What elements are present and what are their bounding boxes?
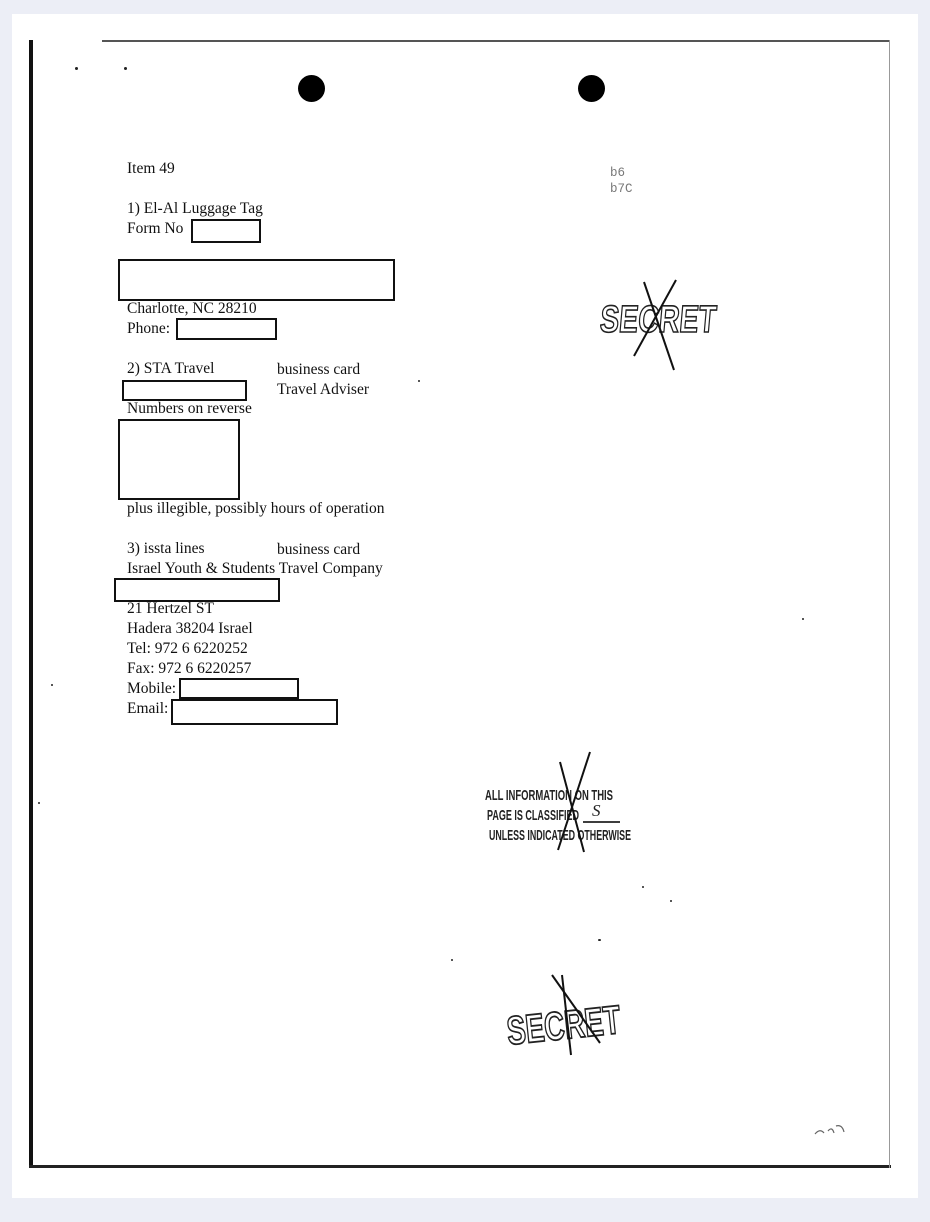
telephone-line: Tel: 972 6 6220252 <box>127 640 248 657</box>
fax-line: Fax: 972 6 6220257 <box>127 660 252 677</box>
scan-speck <box>418 380 420 382</box>
classification-line-3: UNLESS INDICATED OTHERWISE <box>489 827 631 844</box>
entry3-card-label: business card <box>277 541 361 558</box>
address-city-line: Charlotte, NC 28210 <box>127 300 257 317</box>
classification-line-2: PAGE IS CLASSIFIED <box>487 807 579 824</box>
scan-speck <box>75 67 78 70</box>
mobile-label: Mobile: <box>127 680 177 697</box>
scan-speck <box>124 67 127 70</box>
scan-speck <box>670 900 672 902</box>
classification-level-mark: S <box>592 801 601 820</box>
punch-hole-right <box>578 75 605 102</box>
exemption-code-b7c: b7C <box>610 182 633 196</box>
redaction-box <box>179 678 299 699</box>
street-address: 21 Hertzel ST <box>127 600 214 617</box>
redaction-box <box>118 259 395 301</box>
secret-stamp-crossed-bottom: SECRET <box>504 974 624 1056</box>
secret-stamp-text: SECRET <box>600 299 718 341</box>
entry3-heading: 3) issta lines <box>127 540 205 557</box>
exemption-code-b6: b6 <box>610 166 626 180</box>
item-title: Item 49 <box>127 160 175 177</box>
travel-adviser-label: Travel Adviser <box>277 381 369 398</box>
email-label: Email: <box>127 700 169 717</box>
illegible-note: plus illegible, possibly hours of operat… <box>127 500 385 517</box>
redaction-box <box>118 419 240 500</box>
document-page: Item 49 b6 b7C 1) El-Al Luggage Tag Form… <box>12 14 918 1198</box>
redaction-box <box>176 318 277 340</box>
bottom-border-line <box>29 1165 891 1168</box>
right-border-line <box>889 40 890 1168</box>
secret-stamp-crossed-top: SECRET <box>600 279 719 371</box>
redaction-box <box>171 699 338 725</box>
phone-label: Phone: <box>127 320 171 337</box>
punch-hole-left <box>298 75 325 102</box>
corner-scan-mark <box>814 1125 845 1135</box>
scan-speck <box>642 886 644 888</box>
scan-speck <box>51 684 53 686</box>
redaction-box <box>191 219 261 243</box>
entry2-heading: 2) STA Travel <box>127 360 215 377</box>
scan-speck <box>598 939 601 941</box>
scan-speck <box>802 618 804 620</box>
redaction-box <box>122 380 247 401</box>
classification-line-1: ALL INFORMATION ON THIS <box>485 787 613 804</box>
entry1-heading: 1) El-Al Luggage Tag <box>127 200 263 217</box>
numbers-note: Numbers on reverse <box>127 400 252 417</box>
company-name: Israel Youth & Students Travel Company <box>127 560 383 577</box>
entry2-card-label: business card <box>277 361 361 378</box>
city-address: Hadera 38204 Israel <box>127 620 253 637</box>
left-border-line <box>29 40 33 1168</box>
classification-stamp: ALL INFORMATION ON THIS PAGE IS CLASSIFI… <box>485 751 631 853</box>
redaction-box <box>114 578 280 602</box>
secret-stamp-text: SECRET <box>505 998 623 1054</box>
form-number-label: Form No <box>127 220 184 237</box>
scan-speck <box>38 802 40 804</box>
scan-speck <box>451 959 453 961</box>
top-border-line <box>102 40 890 42</box>
